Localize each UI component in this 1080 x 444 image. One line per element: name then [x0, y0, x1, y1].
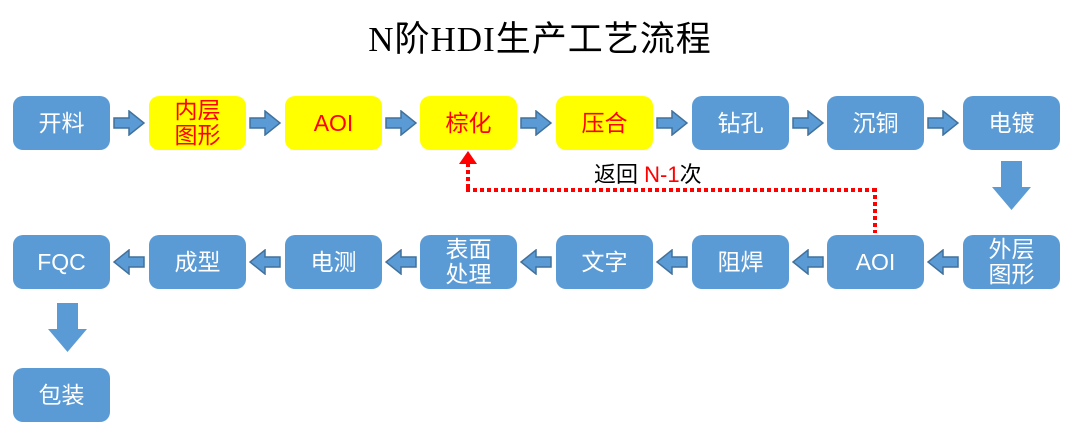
- step-aoi-outer: AOI: [827, 235, 924, 289]
- arrow-left-icon: [655, 248, 688, 276]
- return-label-prefix: 返回: [594, 162, 645, 187]
- step-inner-layer-pattern: 内层 图形: [149, 96, 246, 150]
- arrow-right-icon: [927, 109, 960, 137]
- step-drilling: 钻孔: [692, 96, 789, 150]
- step-fqc: FQC: [13, 235, 110, 289]
- arrow-right-icon: [113, 109, 146, 137]
- arrow-left-icon: [926, 248, 959, 276]
- step-copper-deposition: 沉铜: [827, 96, 924, 150]
- step-aoi-inner: AOI: [285, 96, 382, 150]
- arrow-right-icon: [792, 109, 825, 137]
- step-silkscreen-text: 文字: [556, 235, 653, 289]
- arrow-left-icon: [791, 248, 824, 276]
- arrow-right-icon: [520, 109, 553, 137]
- step-surface-finish: 表面 处理: [420, 235, 517, 289]
- step-brown-oxide: 棕化: [420, 96, 517, 150]
- page-title: N阶HDI生产工艺流程: [368, 20, 712, 59]
- step-packaging: 包装: [13, 368, 110, 422]
- return-path-vertical-left: [466, 163, 470, 191]
- arrow-right-icon: [249, 109, 282, 137]
- step-solder-mask: 阻焊: [692, 235, 789, 289]
- return-label: 返回 N-1次: [594, 157, 702, 189]
- return-label-count: N-1: [644, 162, 680, 187]
- arrow-left-icon: [519, 248, 552, 276]
- step-outer-layer-pattern: 外层 图形: [963, 235, 1060, 289]
- arrow-left-icon: [112, 248, 145, 276]
- step-forming: 成型: [149, 235, 246, 289]
- step-plating: 电镀: [963, 96, 1060, 150]
- step-electrical-test: 电测: [285, 235, 382, 289]
- arrow-left-icon: [248, 248, 281, 276]
- arrow-down-icon: [48, 303, 88, 353]
- return-label-suffix: 次: [679, 162, 702, 187]
- arrow-right-icon: [385, 109, 418, 137]
- arrow-right-icon: [656, 109, 689, 137]
- return-arrowhead-icon: [459, 151, 477, 164]
- return-path-horizontal: [466, 188, 876, 192]
- arrow-down-icon: [992, 161, 1032, 211]
- arrow-left-icon: [384, 248, 417, 276]
- return-path-vertical-right: [873, 188, 877, 233]
- step-cutting: 开料: [13, 96, 110, 150]
- step-lamination: 压合: [556, 96, 653, 150]
